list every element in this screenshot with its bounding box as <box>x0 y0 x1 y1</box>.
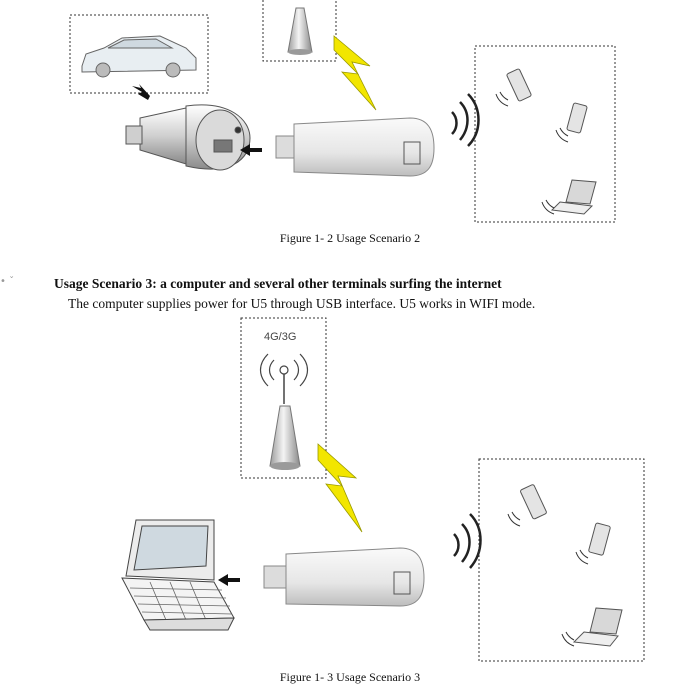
figure-1-3-caption: Figure 1- 3 Usage Scenario 3 <box>279 670 421 684</box>
usb-modem-icon <box>275 117 435 177</box>
figure-1-3: 4G/3G <box>121 317 645 662</box>
arrow-icon <box>132 84 150 100</box>
phone-icon <box>495 68 532 107</box>
car-icon <box>81 35 197 78</box>
lightning-icon <box>333 35 377 111</box>
phone-icon <box>575 522 611 565</box>
terminals-frame <box>474 45 616 223</box>
usb-modem-icon <box>263 547 425 607</box>
tower-frame <box>240 317 327 479</box>
laptop-icon <box>121 519 235 631</box>
arrow-icon <box>218 574 240 586</box>
tower-label: 4G/3G <box>264 331 296 343</box>
car-frame <box>69 14 209 94</box>
arrow-icon <box>240 144 262 156</box>
tower-frame-top <box>262 0 337 62</box>
laptop-icon <box>541 179 597 215</box>
scenario-3-description: The computer supplies power for U5 throu… <box>68 296 536 311</box>
terminals-frame <box>478 458 645 662</box>
phone-icon <box>555 102 588 143</box>
phone-icon <box>507 484 547 527</box>
wifi-waves-icon <box>451 93 480 147</box>
lightning-icon <box>317 443 363 533</box>
wifi-waves-icon <box>453 513 482 569</box>
car-charger-icon <box>125 104 251 171</box>
laptop-icon <box>561 607 623 647</box>
tower-icon <box>269 405 301 470</box>
paragraph-marker: • ˇ <box>0 276 15 287</box>
figure-1-2 <box>69 0 616 223</box>
tower-icon <box>287 7 313 53</box>
scenario-3-heading: Usage Scenario 3: a computer and several… <box>54 276 502 291</box>
figure-1-2-caption: Figure 1- 2 Usage Scenario 2 <box>279 231 421 245</box>
